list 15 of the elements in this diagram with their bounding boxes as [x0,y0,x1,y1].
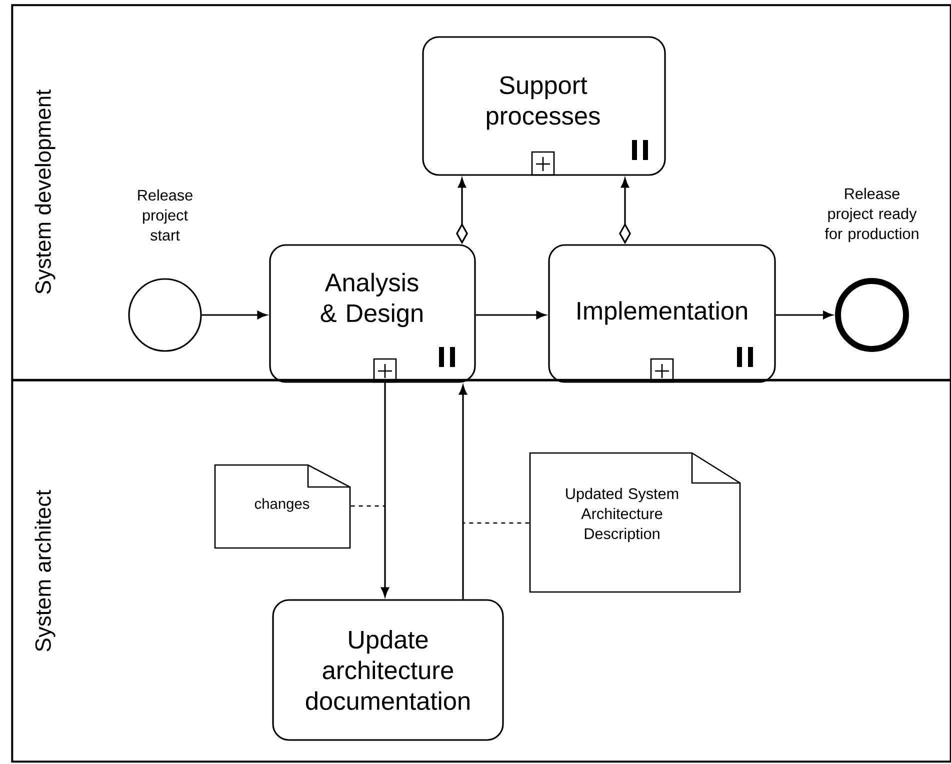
document-note: changes [214,464,351,549]
arrow [458,385,468,600]
arrow [476,310,546,320]
task-box: Analysis & Design [269,244,476,383]
task-box: Update architecture documentation [272,599,504,741]
document-note: Updated System Architecture Description [529,452,741,593]
task-box: Implementation [548,244,776,383]
association-line [350,505,385,507]
event-label: Release project start [138,189,192,241]
arrow [380,382,390,597]
association-line [463,522,530,524]
arrow [202,310,267,320]
event-label: Release project ready for production [824,188,918,242]
task-box: Support processes [422,36,666,176]
arrow [776,310,833,320]
